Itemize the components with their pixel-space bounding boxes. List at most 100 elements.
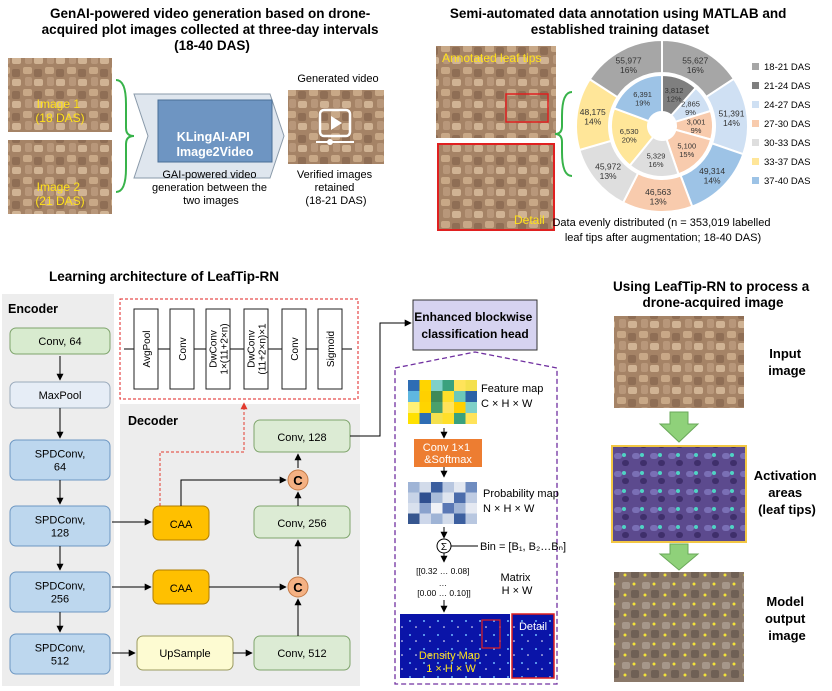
inner-slice-percent: 19% bbox=[635, 99, 650, 108]
generated-video-label: Generated video bbox=[297, 73, 378, 85]
probability-map-cell bbox=[419, 513, 431, 524]
video-generation-panel: GenAI-powered video generation based on … bbox=[8, 6, 384, 214]
probability-map-cell bbox=[442, 482, 454, 493]
annotation-title: Semi-automated data annotation using MAT… bbox=[450, 6, 790, 37]
probability-map-cell bbox=[431, 503, 443, 514]
label-line: KLingAI-API bbox=[177, 130, 250, 144]
matrix-values: [[0.32 … 0.08] … [0.00 … 0.10]] bbox=[416, 566, 472, 598]
inner-slice-percent: 9% bbox=[691, 126, 702, 135]
caa-submodule bbox=[243, 308, 269, 390]
caption-line: leaf tips after augmentation; 18-40 DAS) bbox=[565, 232, 761, 244]
feature-map-cell bbox=[465, 380, 477, 391]
feature-map-cell bbox=[419, 402, 431, 413]
outer-slice-label: 55,977 bbox=[616, 56, 642, 66]
annotation-panel: Semi-automated data annotation using MAT… bbox=[436, 6, 810, 244]
feature-map-cell bbox=[454, 391, 466, 402]
title-line: acquired plot images collected at three-… bbox=[42, 22, 379, 37]
label-line: SPDConv, bbox=[35, 581, 86, 593]
model-output-image bbox=[614, 572, 744, 682]
legend-swatch bbox=[752, 63, 759, 70]
label-line: (18 DAS) bbox=[35, 111, 84, 125]
feature-map-cell bbox=[442, 380, 454, 391]
label-line: Activation bbox=[754, 468, 817, 483]
outer-slice-label: 49,314 bbox=[699, 166, 725, 176]
probability-map-cell bbox=[419, 503, 431, 514]
feature-map-cell bbox=[419, 391, 431, 402]
probability-map-label: Probability map N × H × W bbox=[483, 488, 562, 515]
caption-line: (18-21 DAS) bbox=[305, 195, 366, 207]
matrix-row: … bbox=[439, 578, 448, 588]
encoder-block-label: SPDConv,64 bbox=[35, 449, 86, 474]
feature-map-cell bbox=[419, 380, 431, 391]
label-line: 128 bbox=[51, 528, 69, 540]
feature-map-cell bbox=[408, 391, 420, 402]
down-arrow-icon bbox=[658, 543, 700, 571]
title-line: Using LeafTip-RN to process a bbox=[613, 279, 810, 294]
outer-slice-label: 48,175 bbox=[580, 107, 606, 117]
probability-map-cell bbox=[465, 482, 477, 493]
matrix-row: [0.00 … 0.10]] bbox=[417, 588, 470, 598]
decoder-label: Decoder bbox=[128, 414, 178, 428]
feature-map-cell bbox=[431, 413, 443, 424]
decoder-conv-label: Conv, 512 bbox=[277, 648, 326, 660]
caa-block-label: CAA bbox=[170, 519, 193, 531]
annotation-detail-image bbox=[437, 143, 555, 231]
probability-map-cell bbox=[431, 482, 443, 493]
label-line: Image 2 bbox=[37, 180, 81, 194]
caption-line: Verified images bbox=[297, 169, 373, 181]
outer-slice-percent: 13% bbox=[650, 196, 667, 206]
outer-slice-percent: 14% bbox=[584, 116, 601, 126]
label-line: Conv, 64 bbox=[38, 336, 81, 348]
inner-slice-label: 6,391 bbox=[633, 90, 652, 99]
generated-video-frame bbox=[288, 90, 384, 164]
caption-line: Data evenly distributed (n = 353,019 lab… bbox=[552, 217, 770, 229]
probability-map-cell bbox=[442, 492, 454, 503]
outer-slice-label: 46,563 bbox=[645, 187, 671, 197]
outer-slice-label: 51,391 bbox=[718, 108, 744, 118]
probability-map-cell bbox=[419, 492, 431, 503]
inner-slice-label: 6,530 bbox=[620, 127, 639, 136]
inner-slice-6 bbox=[612, 73, 663, 123]
encoder-block-label: SPDConv,128 bbox=[35, 515, 86, 540]
caa-submodule bbox=[133, 308, 159, 390]
label-line: Matrix bbox=[500, 572, 530, 584]
legend-swatch bbox=[752, 177, 759, 184]
label-line: Feature map bbox=[481, 383, 543, 395]
legend-label: 18-21 DAS bbox=[764, 62, 810, 73]
title-line: Semi-automated data annotation using MAT… bbox=[450, 6, 787, 21]
decoder-arrows bbox=[112, 319, 412, 657]
label-line: Image 1 bbox=[37, 97, 81, 111]
label-line: AvgPool bbox=[142, 330, 153, 367]
title-line: established training dataset bbox=[531, 22, 710, 37]
probability-map-cell bbox=[408, 503, 420, 514]
label-line: Probability map bbox=[483, 488, 559, 500]
upsample-label: UpSample bbox=[159, 648, 210, 660]
label-line: Density Map bbox=[419, 650, 480, 662]
processing-title: Using LeafTip-RN to process a drone-acqu… bbox=[613, 279, 813, 310]
probability-map-cell bbox=[442, 503, 454, 514]
matrix-label: Matrix H × W bbox=[500, 572, 533, 597]
label-line: (21 DAS) bbox=[35, 194, 84, 208]
feature-map-cell bbox=[442, 402, 454, 413]
inner-slice-label: 3,001 bbox=[687, 117, 706, 126]
label-line: &Softmax bbox=[424, 454, 472, 466]
decoder-conv-label: Conv, 256 bbox=[277, 518, 326, 530]
title-line: classification head bbox=[421, 327, 528, 341]
inner-slice-percent: 12% bbox=[667, 95, 682, 104]
klingai-api-label: KLingAI-API Image2Video bbox=[177, 130, 254, 159]
inner-slice-5 bbox=[610, 106, 655, 167]
caa-submodule-label: Conv bbox=[178, 337, 189, 360]
label-line: MaxPool bbox=[39, 390, 82, 402]
legend-swatch bbox=[752, 139, 759, 146]
label-line: image bbox=[768, 628, 806, 643]
probability-map-cell bbox=[431, 492, 443, 503]
inner-slice-label: 3,812 bbox=[665, 86, 684, 95]
probability-map-cell bbox=[465, 492, 477, 503]
caa-block-label: CAA bbox=[170, 583, 193, 595]
legend-swatch bbox=[752, 158, 759, 165]
detail-marker bbox=[505, 93, 549, 123]
outer-slice-label: 55,627 bbox=[682, 55, 708, 65]
feature-map-cell bbox=[442, 391, 454, 402]
inner-slice-percent: 9% bbox=[685, 108, 696, 117]
